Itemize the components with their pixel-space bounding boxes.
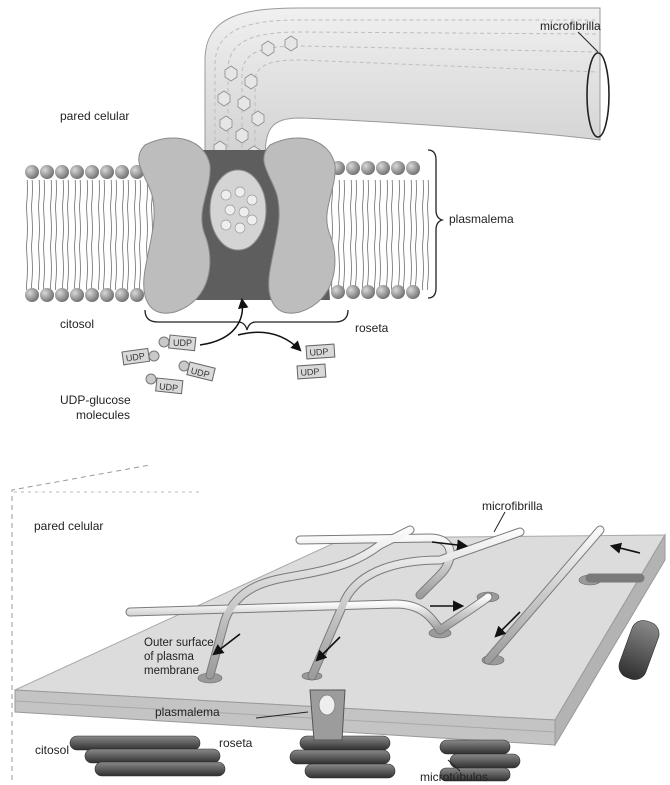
label-udp-glucose: UDP-glucose [60, 394, 131, 408]
frame-dashed [12, 465, 150, 780]
label-molecules: molecules [76, 409, 130, 423]
label-outer-surface-3: membrane [144, 665, 199, 678]
svg-text:UDP: UDP [173, 338, 192, 348]
label-microfibrilla-bottom: microfibrilla [482, 500, 543, 514]
roseta-cross-section [310, 690, 345, 740]
label-citosol-bottom: citosol [35, 744, 69, 758]
label-microfibrilla-top: microfibrilla [540, 20, 601, 34]
label-roseta-top: roseta [355, 322, 388, 336]
lipid-bilayer-right [330, 161, 430, 299]
svg-text:UDP: UDP [159, 381, 179, 393]
lipid-bilayer-left [25, 165, 155, 302]
svg-text:UDP: UDP [300, 366, 320, 377]
label-plasmalema-bottom: plasmalema [155, 706, 220, 720]
top-panel: UDP UDP UDP UDP UDP UDP [25, 8, 609, 394]
svg-text:UDP: UDP [309, 346, 329, 357]
label-outer-surface-1: Outer surface [144, 637, 214, 650]
label-citosol-top: citosol [60, 318, 94, 332]
label-plasmalema-top: plasmalema [449, 213, 514, 227]
label-roseta-bottom: roseta [219, 737, 252, 751]
bottom-panel [12, 465, 665, 781]
udp-molecules: UDP UDP UDP UDP UDP UDP [122, 335, 335, 394]
label-pared-celular-bottom: pared celular [34, 520, 103, 534]
arrow-out [238, 332, 300, 350]
label-outer-surface-2: of plasma [144, 651, 194, 664]
roseta-bracket [145, 310, 348, 330]
plasmalema-bracket [428, 150, 442, 298]
rosette-complex [139, 138, 335, 313]
label-microtubulos: microtúbulos [420, 771, 488, 785]
label-pared-celular-top: pared celular [60, 110, 129, 124]
